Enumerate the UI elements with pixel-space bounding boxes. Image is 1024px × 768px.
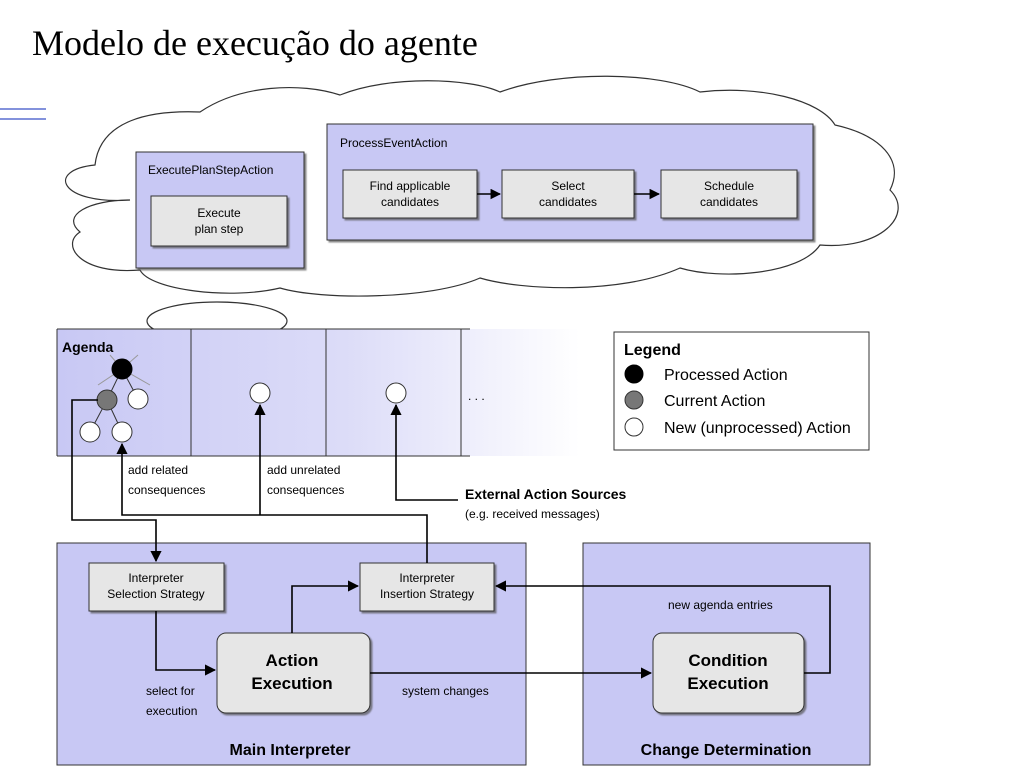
condition-execution-label-1: Condition (688, 651, 767, 670)
page-title: Modelo de execução do agente (32, 23, 478, 63)
insertion-strategy-label-1: Interpreter (399, 571, 454, 585)
schedule-candidates-box (660, 169, 798, 219)
system-changes-label: system changes (402, 684, 489, 698)
select-candidates-box (501, 169, 635, 219)
agenda-panel: Agenda . . . (56, 328, 580, 457)
execute-plan-step-action-panel: ExecutePlanStepAction Execute plan step (135, 151, 305, 269)
main-interpreter-panel: Main Interpreter Interpreter Selection S… (56, 542, 527, 766)
new-action-node-column-3 (385, 382, 407, 404)
current-action-node (96, 389, 118, 411)
find-applicable-candidates-box (342, 169, 478, 219)
change-determination-label: Change Determination (641, 742, 812, 759)
legend-current-label: Current Action (664, 393, 765, 410)
add-unrelated-label-2: consequences (267, 483, 344, 497)
select-candidates-label-2: candidates (539, 195, 597, 209)
select-for-label: select for (146, 684, 195, 698)
external-action-sources-sub: (e.g. received messages) (465, 507, 600, 521)
process-event-action-panel: ProcessEventAction Find applicable candi… (326, 123, 814, 241)
condition-execution-box (652, 632, 805, 714)
execute-plan-step-action-title: ExecutePlanStepAction (148, 163, 273, 177)
agenda-label: Agenda (62, 339, 114, 355)
legend: Legend Processed Action Current Action N… (613, 331, 870, 451)
connectors (71, 399, 831, 679)
agenda-ellipsis: . . . (468, 389, 485, 403)
find-applicable-label-2: candidates (381, 195, 439, 209)
new-action-node (127, 388, 149, 410)
legend-new-label: New (unprocessed) Action (664, 420, 851, 437)
insertion-strategy-box (359, 562, 495, 612)
legend-processed-swatch (624, 364, 644, 384)
selection-strategy-label-1: Interpreter (128, 571, 183, 585)
add-unrelated-label-1: add unrelated (267, 463, 340, 477)
change-determination-panel: Change Determination Condition Execution… (582, 542, 871, 766)
add-related-label-1: add related (128, 463, 188, 477)
action-execution-box (216, 632, 371, 714)
legend-current-swatch (624, 390, 644, 410)
add-related-label-2: consequences (128, 483, 205, 497)
execute-plan-step-label-2: plan step (195, 222, 244, 236)
legend-new-swatch (624, 417, 644, 437)
new-action-node (111, 421, 133, 443)
execute-plan-step-box (150, 195, 288, 247)
external-action-sources-label: External Action Sources (465, 486, 627, 502)
main-interpreter-label: Main Interpreter (230, 742, 351, 759)
new-action-node-column-2 (249, 382, 271, 404)
process-event-action-title: ProcessEventAction (340, 136, 447, 150)
execution-label: execution (146, 704, 197, 718)
arrow-external-action-sources (390, 403, 458, 501)
processed-action-node (111, 358, 133, 380)
selection-strategy-box (88, 562, 225, 612)
accent-lines (0, 108, 46, 120)
arrow-new-agenda-entries (494, 580, 831, 674)
arrow-agenda-to-selection-strategy (71, 399, 162, 563)
agenda-action-tree (79, 354, 151, 443)
schedule-candidates-label-1: Schedule (704, 179, 754, 193)
action-execution-label-1: Action (266, 651, 319, 670)
legend-title: Legend (624, 342, 681, 359)
execute-plan-step-label-1: Execute (197, 206, 241, 220)
arrow-add-related-consequences (116, 442, 428, 563)
new-action-node (79, 421, 101, 443)
insertion-strategy-label-2: Insertion Strategy (380, 587, 474, 601)
selection-strategy-label-2: Selection Strategy (107, 587, 204, 601)
condition-execution-label-2: Execution (687, 674, 768, 693)
schedule-candidates-label-2: candidates (700, 195, 758, 209)
legend-processed-label: Processed Action (664, 367, 788, 384)
new-agenda-entries-label: new agenda entries (668, 598, 773, 612)
find-applicable-label-1: Find applicable (370, 179, 451, 193)
arrow-action-to-insertion (291, 580, 360, 633)
select-candidates-label-1: Select (551, 179, 585, 193)
action-execution-label-2: Execution (251, 674, 332, 693)
arrow-selection-to-action-execution (155, 611, 217, 676)
